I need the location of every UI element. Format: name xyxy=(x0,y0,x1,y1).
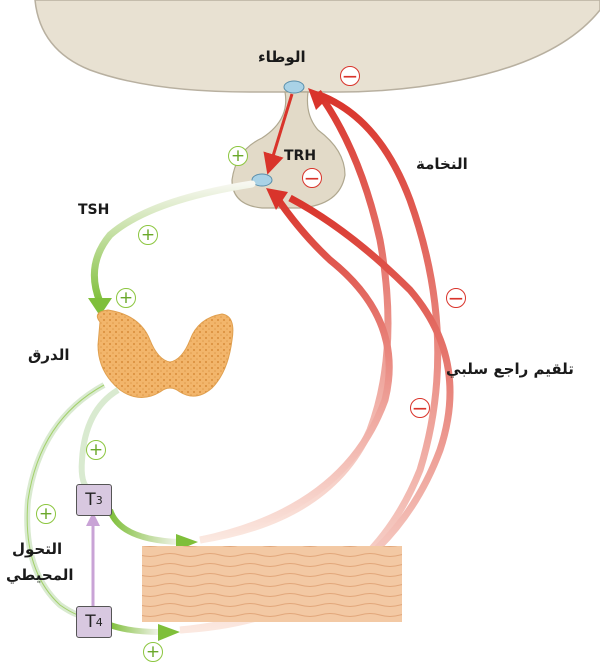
pituitary-label: النخامة xyxy=(416,155,468,173)
t3-letter: T xyxy=(85,490,95,510)
minus-icon-feedback-upper: − xyxy=(446,288,466,308)
t3-to-tissue-arrow xyxy=(110,510,180,542)
t4-to-tissue-arrow-head xyxy=(158,624,180,641)
hypothalamus-label: الوطاء xyxy=(258,48,306,66)
plus-icon-pituitary: + xyxy=(228,146,248,166)
tsh-label: TSH xyxy=(78,202,109,218)
target-tissue xyxy=(142,546,402,622)
minus-icon-hypothalamus: − xyxy=(340,66,360,86)
t4-letter: T xyxy=(85,612,95,632)
hypothalamus-nucleus xyxy=(284,81,304,93)
peripheral-conversion-label-2: المحيطي xyxy=(6,566,74,584)
plus-icon-t3: + xyxy=(86,440,106,460)
t4-subscript: 4 xyxy=(96,616,103,629)
thyroid-gland xyxy=(97,310,233,398)
plus-icon-tsh: + xyxy=(138,225,158,245)
trh-label: TRH xyxy=(284,148,316,164)
plus-icon-thyroid: + xyxy=(116,288,136,308)
tsh-arrow xyxy=(94,184,252,302)
negative-feedback-label: تلقيم راجع سلبي xyxy=(446,360,574,378)
t4-to-tissue-arrow xyxy=(110,625,160,632)
peripheral-conversion-label-1: التحول xyxy=(12,540,62,558)
thyroid-label: الدرق xyxy=(28,346,69,364)
minus-icon-pituitary: − xyxy=(302,168,322,188)
plus-icon-t4-path: + xyxy=(36,504,56,524)
t3-subscript: 3 xyxy=(96,494,103,507)
hypothalamus-shape xyxy=(35,0,600,92)
minus-icon-feedback-lower: − xyxy=(410,398,430,418)
plus-icon-tissue: + xyxy=(143,642,163,662)
